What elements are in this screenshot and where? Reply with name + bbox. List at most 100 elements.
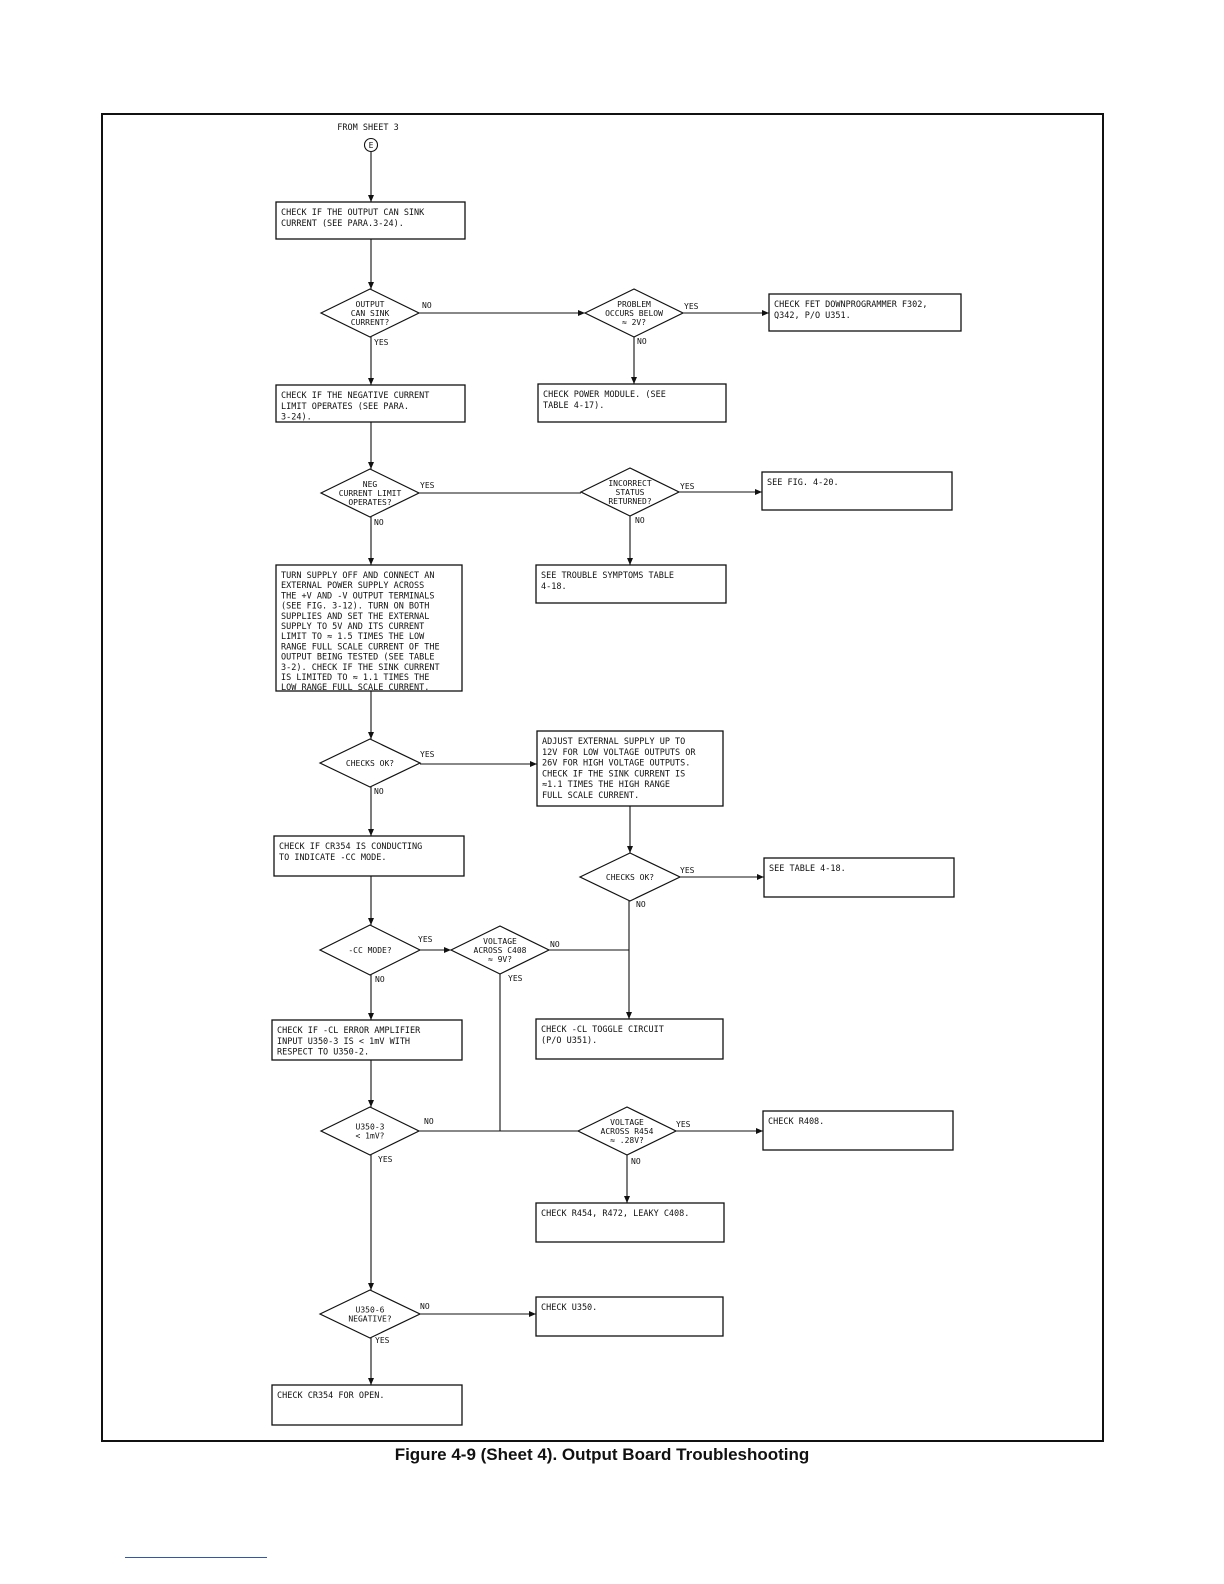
box-text-line: CHECK U350. bbox=[541, 1303, 597, 1313]
box-text-line: CHECK -CL TOGGLE CIRCUIT bbox=[541, 1025, 664, 1035]
no-label: NO bbox=[422, 301, 432, 310]
box-text-line: SEE TABLE 4-18. bbox=[769, 864, 846, 874]
box-text-line: IS LIMITED TO ≈ 1.1 TIMES THE bbox=[281, 673, 429, 683]
process-box-check-power-module bbox=[537, 383, 727, 423]
decision-text-line: CHECKS OK? bbox=[346, 759, 394, 768]
arrowhead bbox=[368, 282, 374, 289]
arrowhead bbox=[368, 195, 374, 202]
decision-text-line: ≈ .28V? bbox=[610, 1136, 644, 1145]
decision-text-line: RETURNED? bbox=[608, 497, 652, 506]
from-sheet-label: FROM SHEET 3 bbox=[337, 123, 398, 133]
connector-letter: E bbox=[369, 141, 374, 150]
decision-text-line: NEG bbox=[363, 480, 378, 489]
box-text-line: (SEE FIG. 3-12). TURN ON BOTH bbox=[281, 602, 429, 612]
decision-text-line: OCCURS BELOW bbox=[605, 309, 663, 318]
yes-label: YES bbox=[420, 750, 435, 759]
decision-text-line: U350-6 bbox=[356, 1306, 385, 1315]
figure-caption: Figure 4-9 (Sheet 4). Output Board Troub… bbox=[394, 1445, 810, 1464]
footer-rule bbox=[125, 1557, 267, 1558]
arrowhead bbox=[529, 1311, 536, 1317]
arrowhead bbox=[757, 874, 764, 880]
no-label: NO bbox=[420, 1302, 430, 1311]
box-text-line: LIMIT OPERATES (SEE PARA. bbox=[281, 402, 409, 412]
box-text-line: (P/O U351). bbox=[541, 1036, 597, 1046]
box-text-line: EXTERNAL POWER SUPPLY ACROSS bbox=[281, 581, 424, 591]
arrowhead bbox=[368, 732, 374, 739]
decision-text-line: ACROSS C408 bbox=[474, 946, 527, 955]
process-box-turn-supply bbox=[275, 564, 463, 692]
decision-text-line: -CC MODE? bbox=[348, 946, 392, 955]
no-label: NO bbox=[637, 337, 647, 346]
box-text-line: LOW RANGE FULL SCALE CURRENT. bbox=[281, 683, 429, 693]
box-text-line: ≈1.1 TIMES THE HIGH RANGE bbox=[542, 780, 670, 790]
arrowhead bbox=[627, 846, 633, 853]
decision-text-line: CHECKS OK? bbox=[606, 873, 654, 882]
process-box-check-fet bbox=[768, 293, 962, 332]
decision-text-line: ACROSS R454 bbox=[601, 1127, 654, 1136]
box-text-line: TURN SUPPLY OFF AND CONNECT AN bbox=[281, 571, 435, 581]
box-text-line: CHECK IF THE NEGATIVE CURRENT bbox=[281, 391, 429, 401]
box-text-line: RANGE FULL SCALE CURRENT OF THE bbox=[281, 642, 440, 652]
box-text-line: 3-24). bbox=[281, 413, 312, 423]
box-text-line: CHECK R408. bbox=[768, 1117, 824, 1127]
decision-text-line: VOLTAGE bbox=[483, 937, 517, 946]
decision-text-line: < 1mV? bbox=[356, 1132, 385, 1141]
box-text-line: Q342, P/O U351. bbox=[774, 311, 851, 321]
process-box-see-trouble bbox=[535, 564, 727, 604]
no-label: NO bbox=[375, 975, 385, 984]
box-text-line: CHECK FET DOWNPROGRAMMER F302, bbox=[774, 300, 928, 310]
box-text-line: INPUT U350-3 IS < 1mV WITH bbox=[277, 1037, 410, 1047]
arrowhead bbox=[368, 829, 374, 836]
decision-text-line: NEGATIVE? bbox=[348, 1315, 392, 1324]
no-label: NO bbox=[635, 516, 645, 525]
no-label: NO bbox=[550, 940, 560, 949]
process-box-see-fig bbox=[761, 471, 953, 511]
arrowhead bbox=[631, 377, 637, 384]
arrowhead bbox=[627, 558, 633, 565]
arrowhead bbox=[624, 1196, 630, 1203]
box-text-line: CHECK POWER MODULE. (SEE bbox=[543, 390, 666, 400]
yes-label: YES bbox=[680, 482, 695, 491]
decision-text-line: INCORRECT bbox=[608, 479, 652, 488]
process-box-check-r454 bbox=[535, 1202, 725, 1243]
process-box-check-u350 bbox=[535, 1296, 724, 1337]
box-text-line: SUPPLIES AND SET THE EXTERNAL bbox=[281, 612, 429, 622]
process-box-check-cr354-cond bbox=[273, 835, 465, 877]
process-box-check-cr354-open bbox=[271, 1384, 463, 1426]
arrowhead bbox=[755, 489, 762, 495]
yes-label: YES bbox=[420, 481, 435, 490]
box-text-line: CHECK IF CR354 IS CONDUCTING bbox=[279, 842, 422, 852]
box-text-line: TABLE 4-17). bbox=[543, 401, 604, 411]
box-text-line: FULL SCALE CURRENT. bbox=[542, 791, 639, 801]
box-text-line: THE +V AND -V OUTPUT TERMINALS bbox=[281, 591, 435, 601]
connector-circle bbox=[363, 137, 379, 153]
box-text-line: ADJUST EXTERNAL SUPPLY UP TO bbox=[542, 737, 685, 747]
box-text-line: TO INDICATE -CC MODE. bbox=[279, 853, 386, 863]
box-text-line: 12V FOR LOW VOLTAGE OUTPUTS OR bbox=[542, 748, 696, 758]
box-text-line: CHECK IF -CL ERROR AMPLIFIER bbox=[277, 1026, 421, 1036]
arrowhead bbox=[368, 1100, 374, 1107]
process-box-check-cl-toggle bbox=[535, 1018, 724, 1060]
box-text-line: SEE FIG. 4-20. bbox=[767, 478, 839, 488]
no-label: NO bbox=[424, 1117, 434, 1126]
decision-checks-ok-1 bbox=[318, 738, 422, 788]
box-text-line: CHECK CR354 FOR OPEN. bbox=[277, 1391, 384, 1401]
yes-label: YES bbox=[375, 1336, 390, 1345]
arrowhead bbox=[368, 1378, 374, 1385]
decision-text-line: ≈ 2V? bbox=[622, 318, 646, 327]
no-label: NO bbox=[631, 1157, 641, 1166]
arrowhead bbox=[368, 1013, 374, 1020]
box-text-line: 4-18. bbox=[541, 582, 567, 592]
decision-text-line: CURRENT LIMIT bbox=[339, 489, 402, 498]
arrowhead bbox=[368, 1283, 374, 1290]
diagram-frame bbox=[101, 113, 1104, 1442]
decision-text-line: CAN SINK bbox=[351, 309, 390, 318]
no-label: NO bbox=[374, 787, 384, 796]
decision-text-line: OUTPUT bbox=[356, 300, 385, 309]
process-box-adjust-external bbox=[536, 730, 724, 807]
box-text-line: CHECK IF THE SINK CURRENT IS bbox=[542, 769, 685, 779]
box-text-line: CHECK R454, R472, LEAKY C408. bbox=[541, 1209, 689, 1219]
yes-label: YES bbox=[378, 1155, 393, 1164]
decision-text-line: STATUS bbox=[616, 488, 645, 497]
